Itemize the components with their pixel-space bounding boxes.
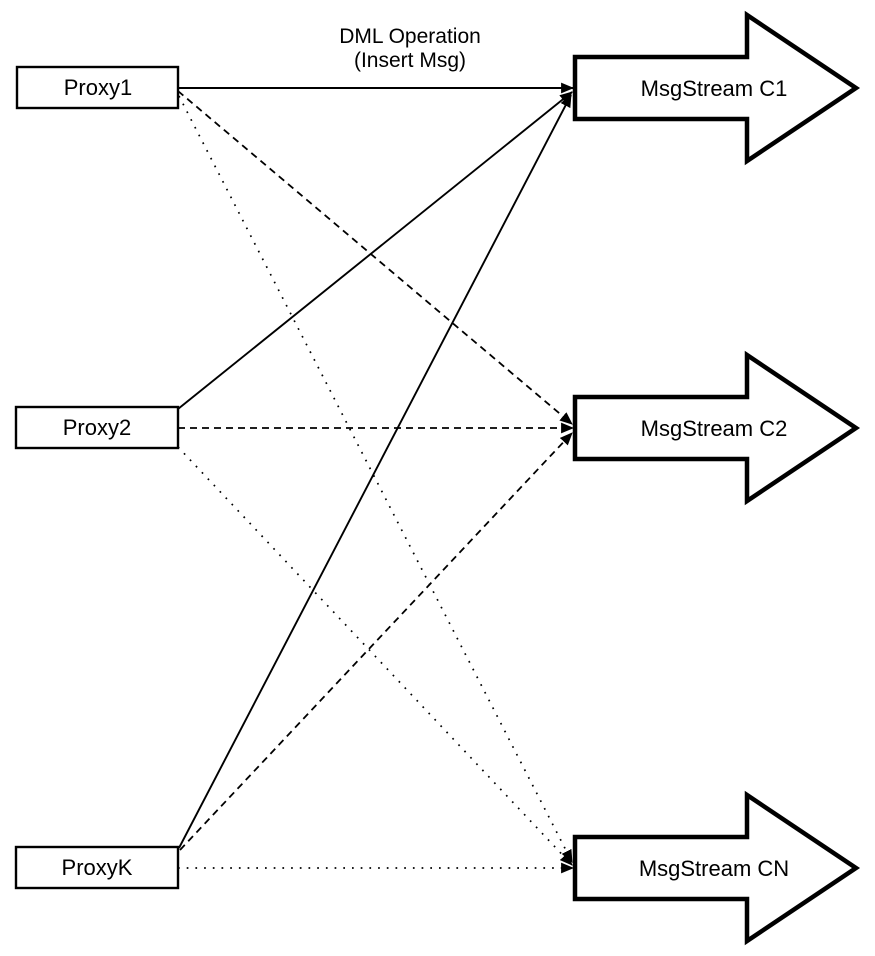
title-line-1: DML Operation xyxy=(339,25,481,48)
proxyk-label: ProxyK xyxy=(62,855,133,880)
proxy1-box xyxy=(15,65,180,110)
msgstream-c2-label: MsgStream C2 xyxy=(641,416,788,441)
msgstream-cn-label: MsgStream CN xyxy=(639,856,789,881)
msgstream-c2-arrow: MsgStream C2 xyxy=(572,350,861,506)
msgstream-c1-arrow: MsgStream C1 xyxy=(572,10,861,166)
proxy2-label: Proxy2 xyxy=(63,415,131,440)
msgstream-cn-arrow: MsgStream CN xyxy=(572,790,861,946)
proxy2-node: Proxy2 xyxy=(14,405,180,450)
block-arrow-shape-c2 xyxy=(572,350,861,506)
edge-proxy1-cn xyxy=(178,95,573,863)
edge-proxy1-c2 xyxy=(177,90,573,425)
edge-proxyk-c1 xyxy=(178,94,572,849)
proxy1-label: Proxy1 xyxy=(64,75,132,100)
proxyk-node: ProxyK xyxy=(14,845,180,890)
block-arrow-shape-c1 xyxy=(572,10,861,166)
block-arrow-shape-cn xyxy=(572,790,861,946)
proxy1-node: Proxy1 xyxy=(15,65,180,110)
edge-proxy2-cn xyxy=(177,446,573,866)
proxyk-box xyxy=(14,845,180,890)
diagram-title: DML Operation (Insert Msg) xyxy=(339,25,481,72)
edge-proxyk-c2 xyxy=(179,432,573,851)
title-line-2: (Insert Msg) xyxy=(354,49,466,72)
edge-proxy2-c1 xyxy=(177,91,573,410)
edges xyxy=(177,82,575,874)
proxy2-box xyxy=(14,405,180,450)
msgstream-c1-label: MsgStream C1 xyxy=(641,76,788,101)
